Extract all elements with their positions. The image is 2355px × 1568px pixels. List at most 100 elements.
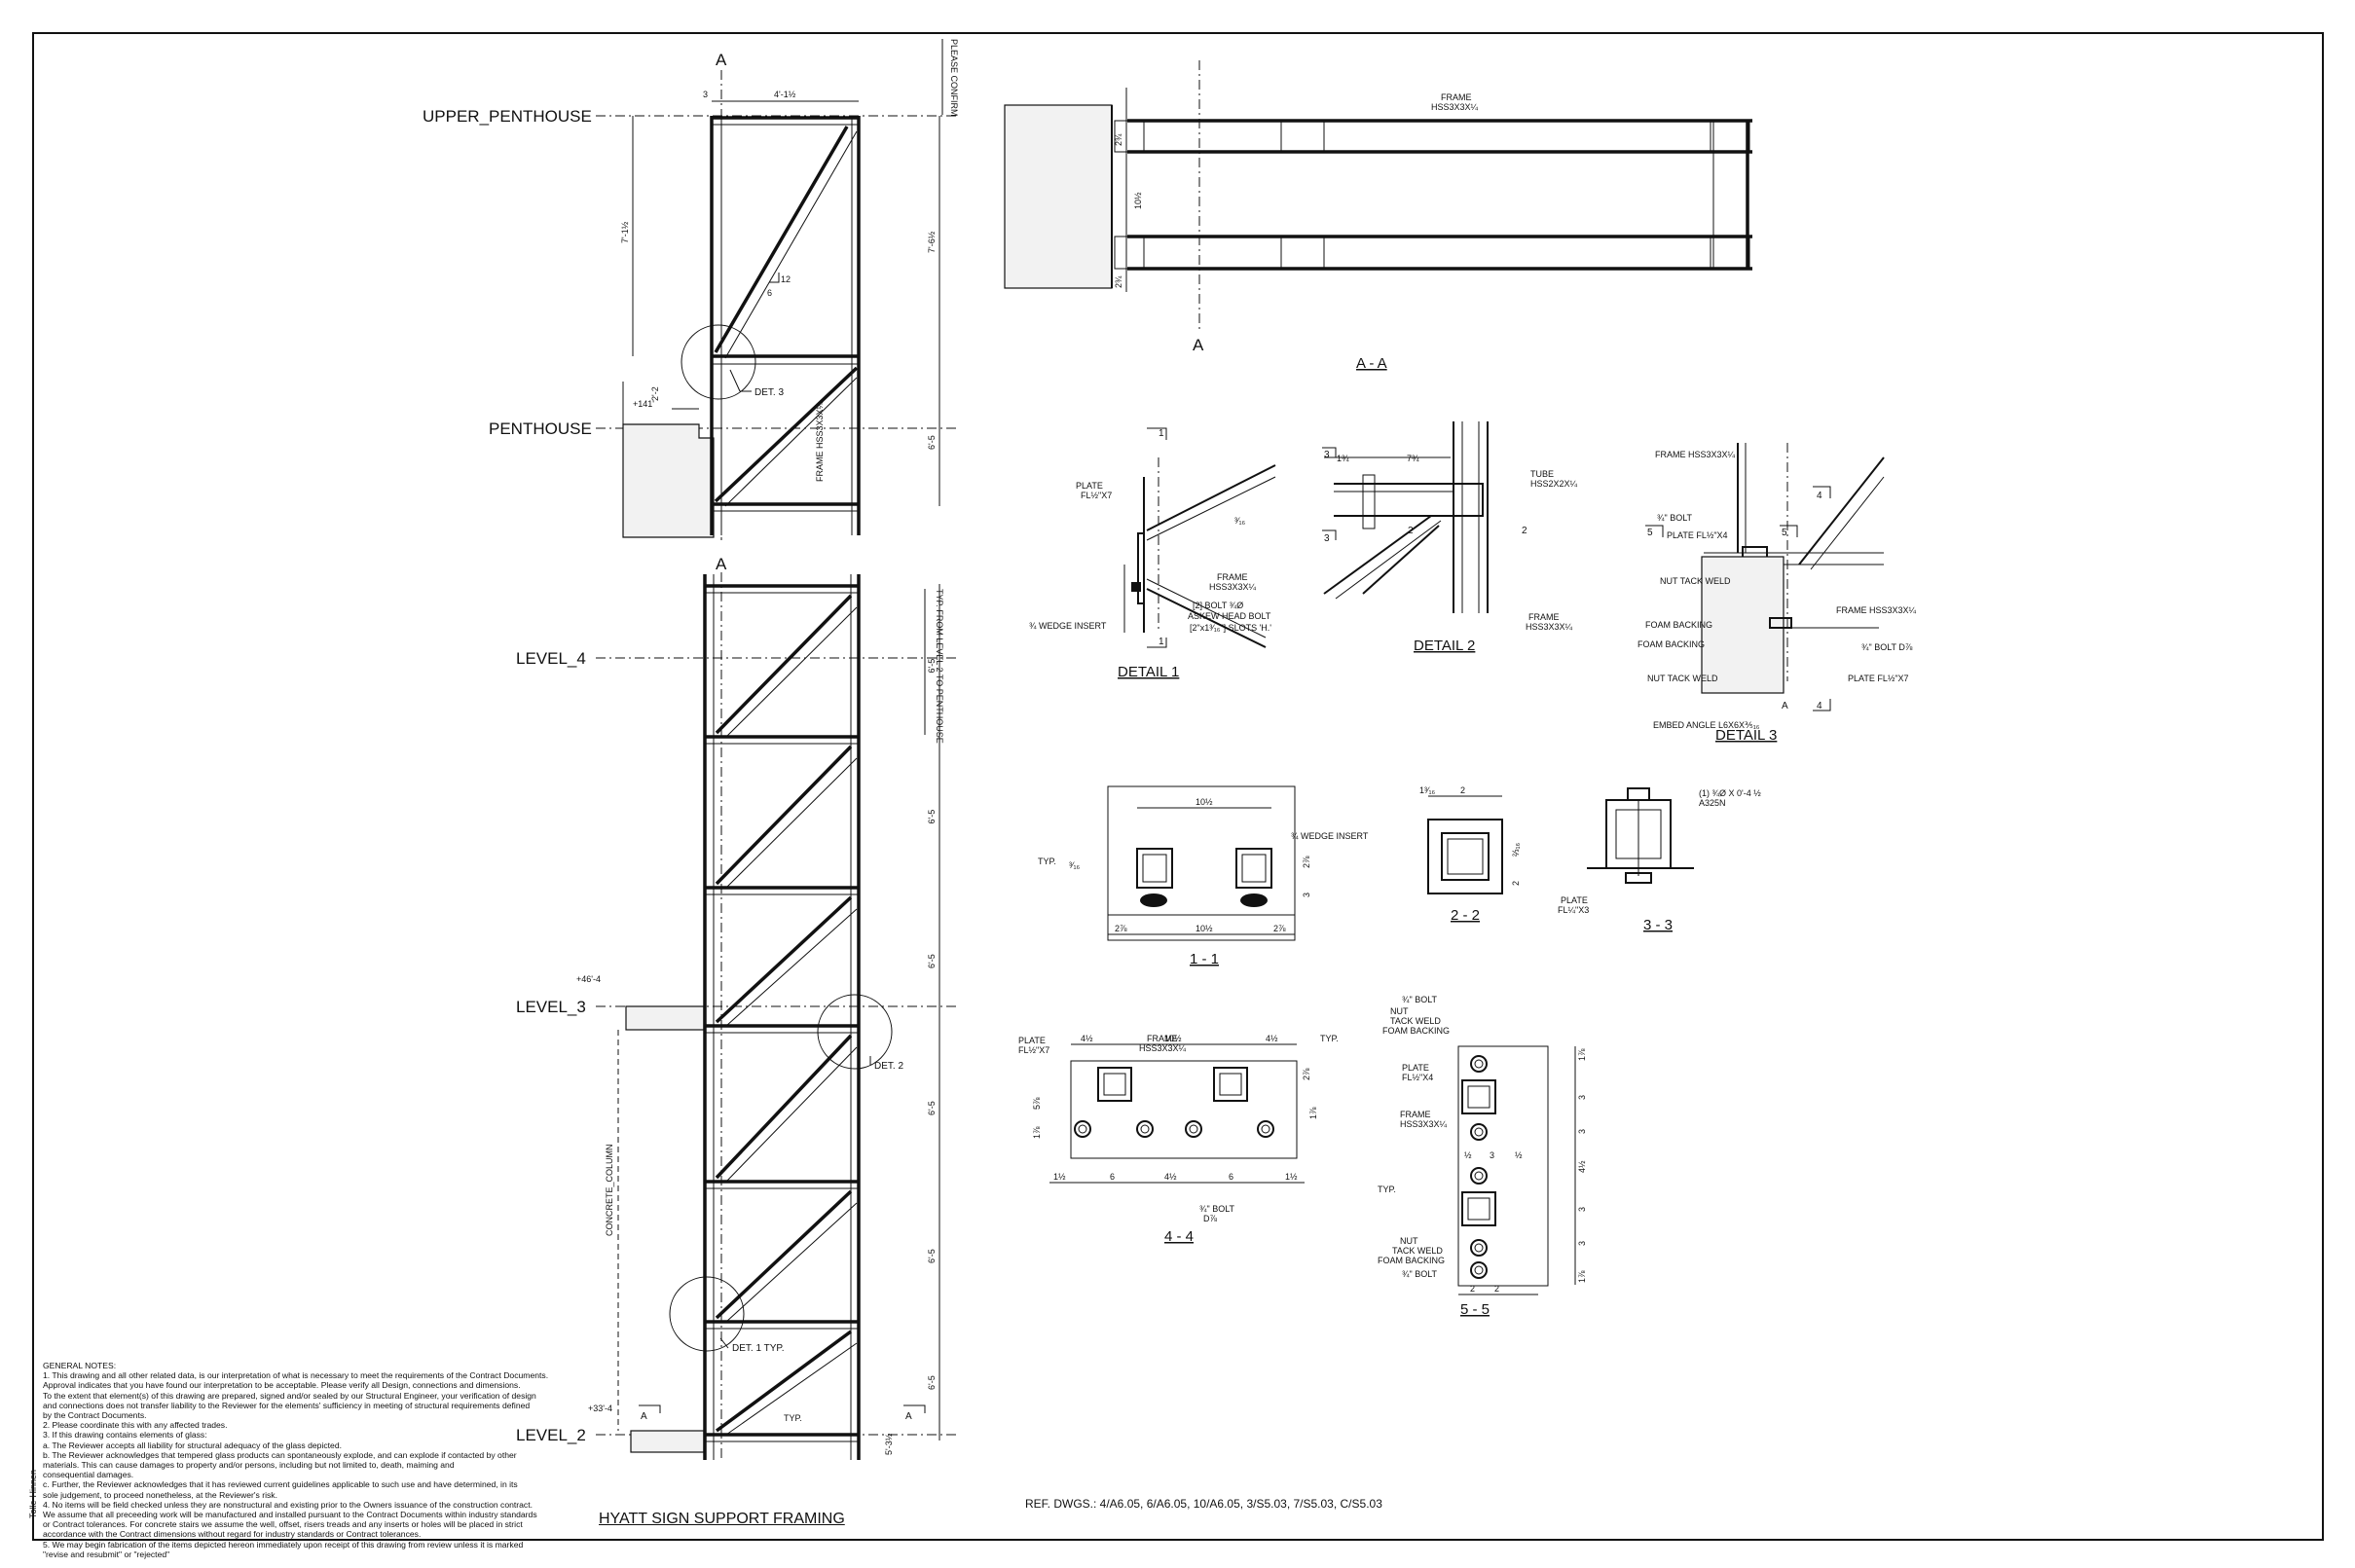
- section-55-label: NUT: [1390, 1006, 1409, 1016]
- aa-dim-1: 2¾: [1114, 133, 1123, 146]
- section-55-label: FOAM BACKING: [1378, 1256, 1445, 1265]
- s11-dim-h1: 2⅞: [1302, 856, 1311, 868]
- sheet-title: HYATT SIGN SUPPORT FRAMING: [599, 1511, 845, 1527]
- section-55-label: ¾" BOLT: [1402, 995, 1438, 1004]
- diagonal-inner: [725, 908, 858, 1027]
- diagonal-inner: [725, 757, 858, 889]
- d2-tube-1: TUBE: [1530, 469, 1554, 479]
- section-55-label: FRAME: [1400, 1110, 1431, 1119]
- s33-bolt-2: A325N: [1699, 798, 1726, 808]
- section-aa: A 2¾ 10½ 2¾ FRAME HSS3X3X¼ A - A: [1004, 60, 1752, 372]
- s44-side-1: 1⅞: [1308, 1107, 1318, 1119]
- level-2: LEVEL_2: [516, 1426, 586, 1444]
- elev-level-2: +33'-4: [588, 1404, 612, 1413]
- s55-side-dim: 3: [1577, 1129, 1587, 1134]
- general-notes-heading: GENERAL NOTES:: [43, 1361, 117, 1370]
- general-note-line: "revise and resubmit" or "rejected": [43, 1549, 170, 1559]
- section-mark-top: A: [716, 51, 727, 69]
- s11-dim-left: 2⅞: [1115, 924, 1127, 933]
- det-2-callout: DET. 2: [874, 1061, 903, 1072]
- s44-title: 4 - 4: [1164, 1228, 1194, 1245]
- level-3: LEVEL_3: [516, 998, 586, 1016]
- s22-dim-1: 2: [1460, 785, 1465, 795]
- dim-top-offset: 3: [703, 90, 708, 99]
- bolt-hole: [1074, 1120, 1091, 1138]
- section-55-label: TYP.: [1378, 1185, 1396, 1194]
- dim-upper-height: 7'-1½: [620, 221, 630, 243]
- bolt-hole-inner: [1078, 1124, 1087, 1134]
- d1-bolt-2: ASKEW HEAD BOLT: [1188, 611, 1271, 621]
- general-note-line: consequential damages.: [43, 1470, 134, 1480]
- diagonal: [715, 594, 853, 735]
- d3-mark: A: [1782, 701, 1788, 711]
- section-33: (1) ¾Ø X 0'-4 ½ A325N PLATE FL¼"X3 3 - 3: [1558, 787, 1761, 933]
- s33-bolt-1: (1) ¾Ø X 0'-4 ½: [1699, 788, 1761, 798]
- general-note-line: or Contract tolerances. For concrete sta…: [43, 1519, 523, 1530]
- detail-3-label: ¾" BOLT: [1657, 513, 1693, 523]
- s22-title: 2 - 2: [1451, 907, 1480, 924]
- general-note-line: c. Further, the Reviewer acknowledges th…: [43, 1479, 518, 1490]
- aa-frame-1: FRAME: [1441, 92, 1472, 102]
- d1-weld: ³⁄₁₆: [1234, 516, 1246, 526]
- general-note-line: accordance with the Contract dimensions …: [43, 1529, 422, 1540]
- section-55-label: FOAM BACKING: [1382, 1026, 1450, 1036]
- s55-title: 5 - 5: [1460, 1301, 1490, 1318]
- s44-frame-2: HSS3X3X¼: [1139, 1043, 1187, 1053]
- s44-plate-1: PLATE: [1018, 1036, 1046, 1045]
- d1-cut-bottom: 1: [1159, 637, 1164, 647]
- detail-3-label: PLATE FL½"X4: [1667, 530, 1728, 540]
- sheet-border: [32, 32, 2324, 1541]
- s44-typ: TYP.: [1320, 1034, 1339, 1043]
- s11-dim-top: 10½: [1196, 797, 1213, 807]
- s55-side-dim: 1⅞: [1577, 1270, 1587, 1283]
- general-note-line: materials. This can cause damages to pro…: [43, 1460, 455, 1471]
- general-note-line: To the extent that element(s) of this dr…: [43, 1390, 536, 1401]
- s55-mid-1: 3: [1490, 1150, 1494, 1160]
- d1-title: DETAIL 1: [1118, 664, 1179, 680]
- s55-side-dim: 3: [1577, 1207, 1587, 1212]
- dim-bottom: 5'-3½: [884, 1433, 894, 1455]
- s33-plate-1: PLATE: [1561, 895, 1588, 905]
- bay-dim: 6'-5: [927, 1249, 937, 1263]
- dim-slope-run: 6: [767, 288, 772, 298]
- bolt-hole-inner: [1140, 1124, 1150, 1134]
- bolt-hole: [1470, 1261, 1488, 1279]
- d2-frame-2: HSS3X3X¼: [1526, 622, 1573, 632]
- detail-3-label: FRAME HSS3X3X¼: [1655, 450, 1736, 459]
- section-55-label: TACK WELD: [1390, 1016, 1441, 1026]
- s44-bolt-2: D⅞: [1203, 1214, 1217, 1223]
- d1-frame-1: FRAME: [1217, 572, 1248, 582]
- s44-side-3: 1⅞: [1032, 1126, 1042, 1139]
- d3-title: DETAIL 3: [1715, 727, 1777, 744]
- aa-mark: A: [1193, 336, 1204, 354]
- s44-bot-2: 4½: [1164, 1172, 1177, 1182]
- bolt-hole: [1136, 1120, 1154, 1138]
- detail-3-label: NUT TACK WELD: [1660, 576, 1731, 586]
- s22-dim-0: 1³⁄₁₆: [1419, 785, 1436, 795]
- s11-dim-h2: 3: [1302, 893, 1311, 897]
- bolt-hole-inner: [1474, 1127, 1484, 1137]
- typ-bottom: TYP.: [784, 1413, 802, 1423]
- d1-plate-1: PLATE: [1076, 481, 1103, 491]
- diagonal-inner: [725, 1342, 858, 1436]
- d3-cut-5-left: 5: [1647, 528, 1653, 538]
- s44-plate-2: FL½"X7: [1018, 1045, 1049, 1055]
- s11-insert: ¾ WEDGE INSERT: [1291, 831, 1369, 841]
- s44-bolt-1: ¾" BOLT: [1199, 1204, 1235, 1214]
- s44-bot-0: 1½: [1053, 1172, 1066, 1182]
- general-note-line: 4. No items will be field checked unless…: [43, 1499, 533, 1510]
- concrete-level-3: [625, 1005, 705, 1031]
- aa-dim-3: 2¾: [1114, 275, 1123, 288]
- upper-frame: [681, 116, 861, 535]
- s44-top-0: 4½: [1081, 1034, 1093, 1043]
- concrete-level-2: [630, 1430, 705, 1453]
- s11-typ: TYP.: [1038, 857, 1056, 866]
- bolt-hole-inner: [1261, 1124, 1270, 1134]
- dim-step: 2'-2: [650, 386, 660, 401]
- diagonal: [715, 1330, 853, 1433]
- general-note-line: 5. We may begin fabrication of the items…: [43, 1539, 524, 1550]
- reference-drawings: REF. DWGS.: 4/A6.05, 6/A6.05, 10/A6.05, …: [1025, 1497, 1382, 1511]
- s44-bot-4: 1½: [1285, 1172, 1298, 1182]
